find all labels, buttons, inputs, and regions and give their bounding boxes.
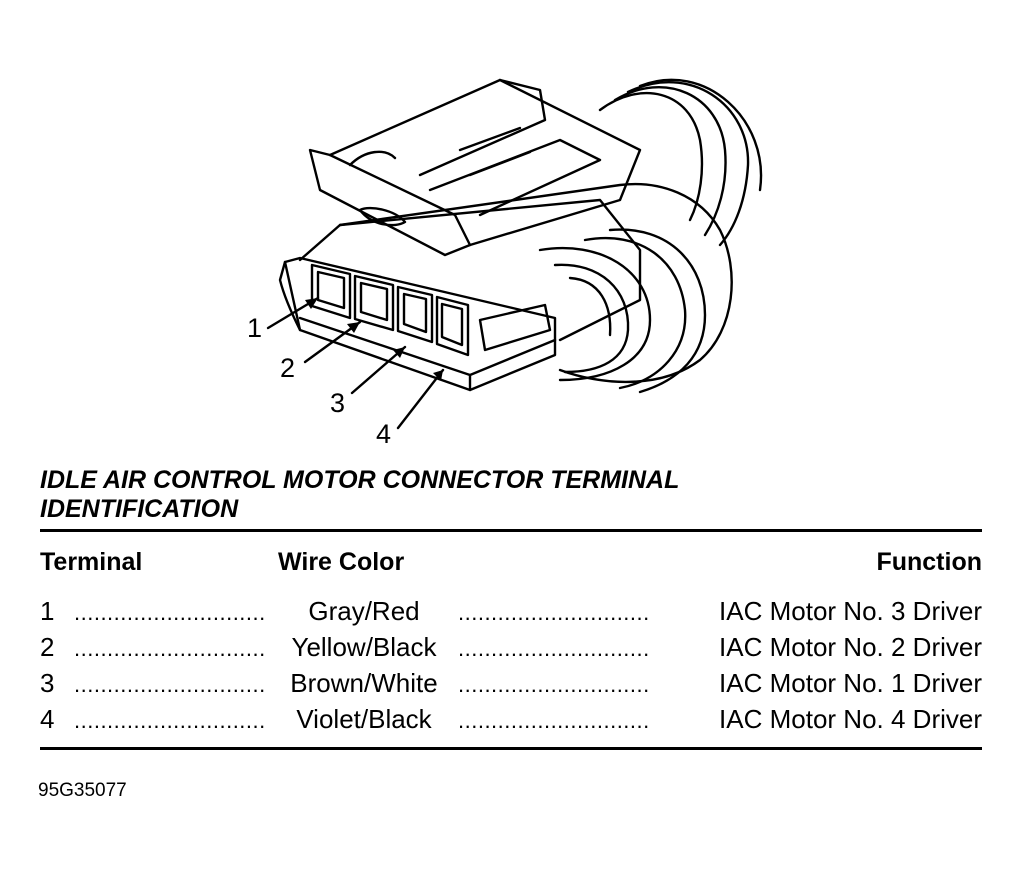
callout-4: 4 [376,419,391,449]
callout-arrowheads [305,298,443,381]
function: IAC Motor No. 4 Driver [719,704,982,734]
leader-dots: ................................... [74,636,264,661]
wire-color: Brown/White [290,668,438,698]
title-line-2: IDENTIFICATION [40,495,239,523]
wire-color: Yellow/Black [291,632,437,662]
connector-face [278,256,557,392]
function: IAC Motor No. 3 Driver [719,596,982,626]
leader-dots: ................................... [458,672,648,697]
title-line-1: IDLE AIR CONTROL MOTOR CONNECTOR TERMINA… [40,466,680,494]
top-rule [40,529,982,532]
table-row: 2 ................................... Ye… [40,632,982,668]
header-terminal: Terminal [40,548,143,576]
terminal-number: 2 [40,632,55,662]
leader-dots: ................................... [74,708,264,733]
leader-dots: ................................... [458,708,648,733]
terminal-number: 3 [40,668,55,698]
wire-bundle [598,78,763,247]
function: IAC Motor No. 1 Driver [719,668,982,698]
terminal-number: 4 [40,704,55,734]
header-wire-color: Wire Color [278,548,405,576]
leader-dots: ................................... [74,672,264,697]
table-row: 3 ................................... Br… [40,668,982,704]
connector-body [298,78,733,394]
leader-dots: ................................... [458,600,648,625]
header-function: Function [876,548,982,576]
table-row: 1 ................................... Gr… [40,596,982,632]
function: IAC Motor No. 2 Driver [719,632,982,662]
table-row: 4 ................................... Vi… [40,704,982,740]
wire-color: Gray/Red [308,596,420,626]
table-title: IDLE AIR CONTROL MOTOR CONNECTOR TERMINA… [40,466,980,524]
leader-dots: ................................... [458,636,648,661]
leader-dots: ................................... [74,600,264,625]
callout-1: 1 [247,313,262,343]
callout-3: 3 [330,388,345,418]
terminal-number: 1 [40,596,55,626]
callout-2: 2 [280,353,295,383]
bottom-rule [40,747,982,750]
connector-illustration: 1 2 3 4 [247,78,763,449]
figure-code: 95G35077 [38,780,127,801]
wire-color: Violet/Black [296,704,432,734]
